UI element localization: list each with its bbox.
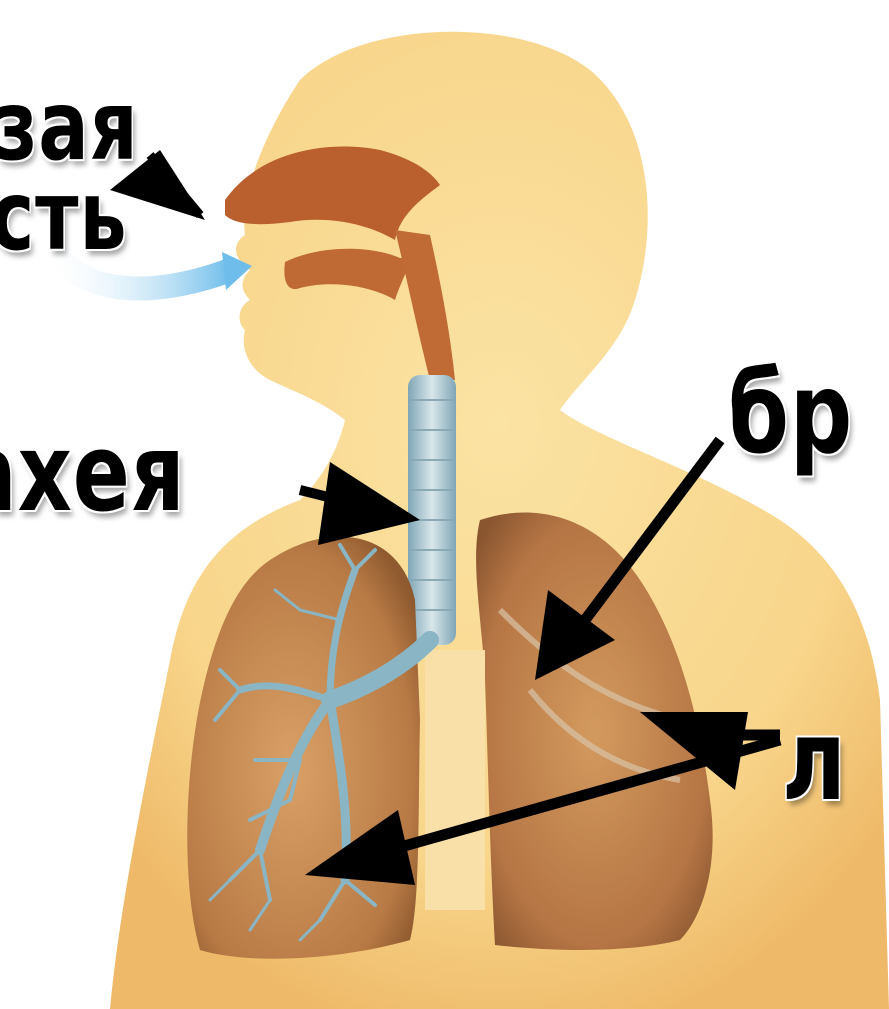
- trachea: [408, 375, 456, 645]
- lungs-label: л: [782, 705, 847, 817]
- trachea-label: ахея: [0, 420, 186, 528]
- mediastinum: [425, 650, 485, 910]
- bronchi-label: бр: [728, 358, 853, 470]
- nasal-cavity-label-line2: сть: [0, 168, 127, 264]
